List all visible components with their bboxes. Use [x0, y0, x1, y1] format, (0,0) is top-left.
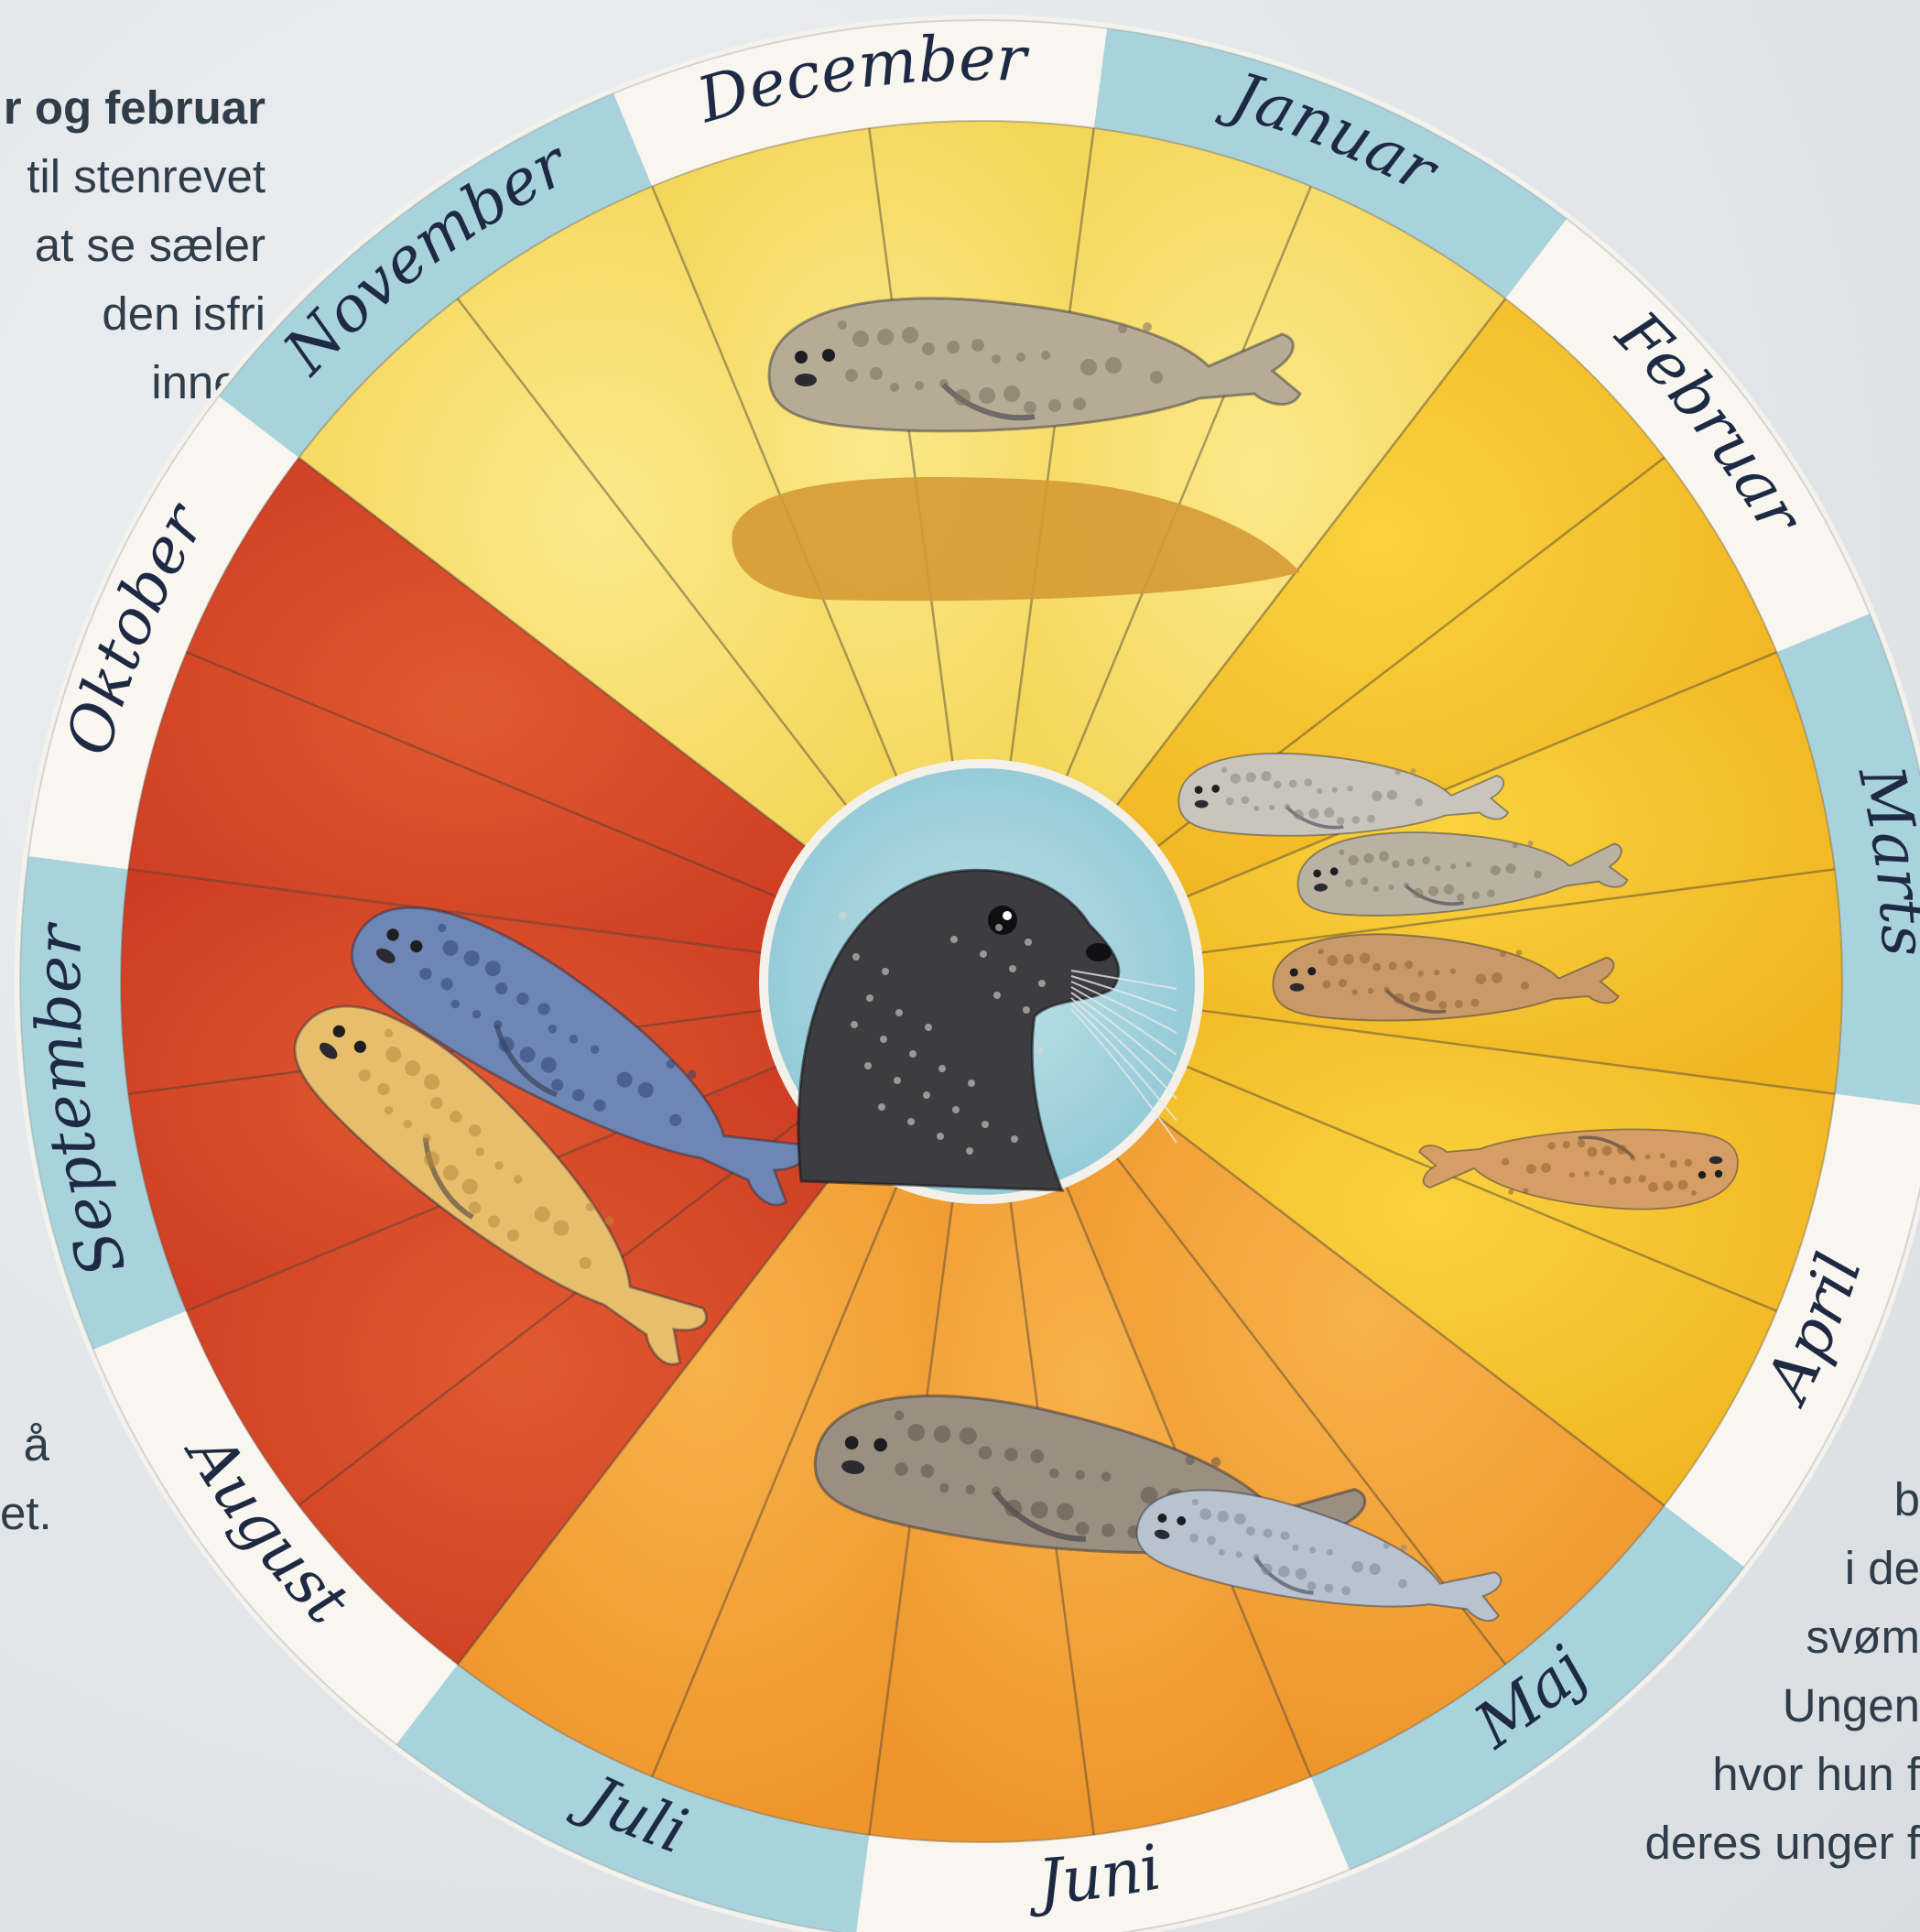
- seal-year-wheel: JanuarFebruarMartsAprilMajJuniJuliAugust…: [0, 0, 1920, 1932]
